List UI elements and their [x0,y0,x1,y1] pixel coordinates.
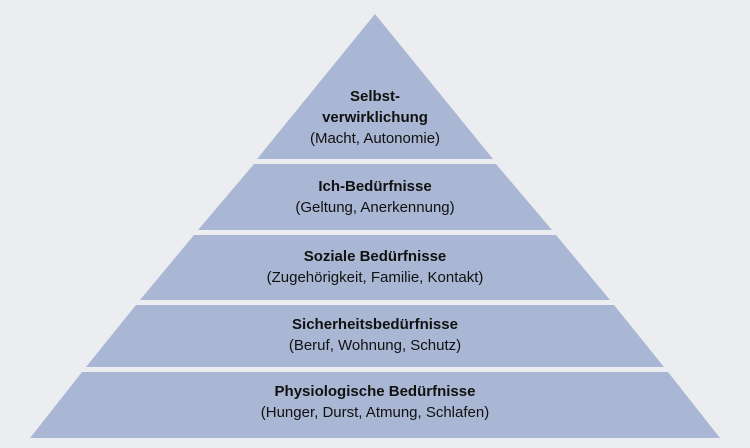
level-title-continued: verwirklichung [322,109,428,126]
level-title: Soziale Bedürfnisse [303,248,447,265]
tier-esteem-needs [198,164,552,230]
tier-safety-needs [86,305,664,367]
level-detail: (Macht, Autonomie) [309,130,441,147]
level-safety-label: Sicherheitsbedürfnisse (Beruf, Wohnung, … [0,314,750,356]
level-detail: (Geltung, Anerkennung) [295,199,455,216]
level-title: Sicherheitsbedürfnisse [292,316,458,333]
level-title: Selbst- [349,88,400,105]
level-esteem-label: Ich-Bedürfnisse (Geltung, Anerkennung) [0,176,750,218]
tier-physiological-needs [30,372,720,438]
level-self-actualization-label: Selbst- verwirklichung (Macht, Autonomie… [0,86,750,149]
level-detail: (Zugehörigkeit, Familie, Kontakt) [266,269,484,286]
level-title: Physiologische Bedürfnisse [274,383,476,400]
level-detail: (Hunger, Durst, Atmung, Schlafen) [260,404,490,421]
tier-social-needs [140,235,610,300]
level-title: Ich-Bedürfnisse [318,178,432,195]
level-social-label: Soziale Bedürfnisse (Zugehörigkeit, Fami… [0,246,750,288]
level-detail: (Beruf, Wohnung, Schutz) [288,337,462,354]
tier-self-actualization [257,14,493,159]
level-physiological-label: Physiologische Bedürfnisse (Hunger, Durs… [0,381,750,423]
